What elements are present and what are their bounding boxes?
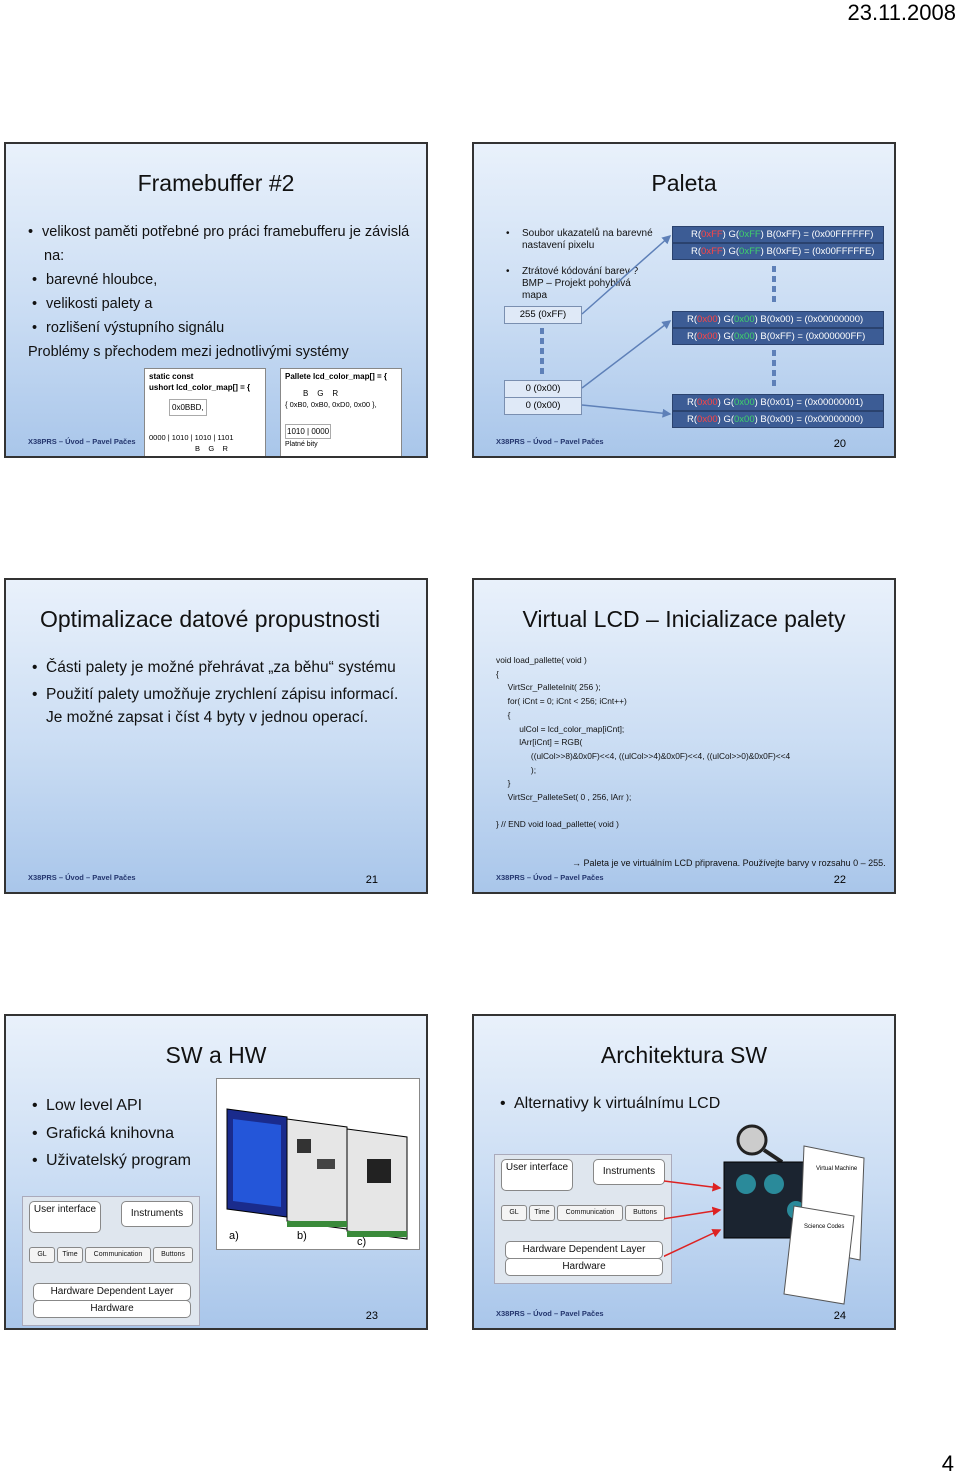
palette-index-0: 0 (0x00): [504, 380, 582, 398]
slide-sw-hw: SW a HW Low level API Grafická knihovna …: [4, 1014, 428, 1330]
code-value: { 0xB0, 0xB0, 0xD0, 0x00 },: [285, 400, 377, 409]
layer-hardware: Hardware: [33, 1300, 191, 1318]
list-item: Low level API: [28, 1092, 414, 1120]
slide-footer: X38PRS – Úvod – Pavel Pačes: [28, 873, 136, 882]
color-entry-row: R(0x00) G(0x00) B(0x00) = (0x00000000): [672, 411, 884, 428]
color-entry-row: R(0x00) G(0x00) B(0x00) = (0x00000000): [672, 311, 884, 328]
dashed-connector: [540, 328, 544, 376]
slide-title: Architektura SW: [600, 1042, 768, 1068]
layer-buttons: Buttons: [153, 1247, 193, 1263]
bit-pattern: 1010 | 0000: [285, 424, 332, 439]
slide-title: Virtual LCD – Inicializace palety: [522, 606, 846, 632]
slide-footer: X38PRS – Úvod – Pavel Pačes: [496, 437, 604, 446]
layer-communication: Communication: [85, 1247, 151, 1263]
slide-virtual-lcd: Virtual LCD – Inicializace palety void l…: [472, 578, 896, 894]
layer-user-interface: User interface: [501, 1159, 573, 1191]
slide-number: 20: [833, 438, 846, 450]
magnifier-icon: [736, 1124, 768, 1156]
slide-architektura: Architektura SW Alternativy k virtuálním…: [472, 1014, 896, 1330]
fig-label: b): [297, 1230, 307, 1242]
slide-body: Části palety je možné přehrávat „za běhu…: [28, 656, 414, 729]
list-item: rozlišení výstupního signálu: [28, 316, 414, 340]
layer-buttons: Buttons: [625, 1205, 665, 1221]
code-figure-pallete: Pallete lcd_color_map[] = { B G R { 0xB0…: [280, 368, 402, 456]
palette-index-0: 0 (0x00): [504, 397, 582, 415]
list-item: Uživatelský program: [28, 1147, 414, 1175]
list-item: barevné hloubce,: [28, 268, 414, 292]
color-entry-row: R(0xFF) G(0xFF) B(0xFF) = (0x00FFFFFF): [672, 226, 884, 243]
bit-caption: Platné bity: [285, 441, 318, 448]
list-item: Části palety je možné přehrávat „za běhu…: [28, 656, 414, 679]
slide-footer: X38PRS – Úvod – Pavel Pačes: [496, 873, 604, 882]
rgb-header: B G R: [303, 389, 339, 398]
layer-diagram: User interface Instruments GL Time Commu…: [494, 1154, 672, 1284]
slide-paleta: Paleta •Soubor ukazatelů na barevné nast…: [472, 142, 896, 458]
slide-body: Low level API Grafická knihovna Uživatel…: [28, 1092, 414, 1175]
slide-body: Alternativy k virtuálnímu LCD: [496, 1092, 882, 1116]
fig-label: a): [229, 1230, 239, 1242]
code-listing: void load_pallette( void ) { VirtScr_Pal…: [496, 655, 791, 830]
code-figure-ushort: static const ushort lcd_color_map[] = { …: [144, 368, 266, 456]
slide-title: Paleta: [651, 170, 717, 196]
layer-hardware-dependent: Hardware Dependent Layer: [33, 1283, 191, 1301]
code-line: static const: [149, 372, 194, 381]
page-date: 23.11.2008: [847, 0, 956, 25]
slide-title: Framebuffer #2: [137, 170, 295, 196]
color-entry-row: R(0xFF) G(0xFF) B(0xFE) = (0x00FFFFFE): [672, 243, 884, 260]
doc-label: Science Codes: [804, 1224, 844, 1230]
slide-footer: X38PRS – Úvod – Pavel Pačes: [496, 1309, 604, 1318]
bit-labels: B G R: [195, 444, 228, 453]
slide-number: 21: [365, 874, 378, 886]
layer-hardware-dependent: Hardware Dependent Layer: [505, 1241, 663, 1259]
layer-user-interface: User interface: [29, 1201, 101, 1233]
layer-gl: GL: [501, 1205, 527, 1221]
list-item: Použití palety umožňuje zrychlení zápisu…: [28, 683, 414, 729]
layer-time: Time: [57, 1247, 83, 1263]
bullet-list: •Soubor ukazatelů na barevné nastavení p…: [506, 228, 656, 302]
alternatives-illustration: Virtual Machine Science Codes: [664, 1124, 865, 1305]
layer-communication: Communication: [557, 1205, 623, 1221]
bit-pattern: 0000 | 1010 | 1010 | 1101: [149, 433, 234, 442]
layer-time: Time: [529, 1205, 555, 1221]
fig-label: c): [357, 1236, 366, 1248]
dashed-connector: [772, 266, 776, 306]
palette-index-255: 255 (0xFF): [504, 306, 582, 324]
layer-diagram: User interface Instruments GL Time Commu…: [22, 1196, 200, 1326]
list-item: •Ztrátové kódování barev ? BMP – Projekt…: [506, 266, 639, 301]
layer-hardware: Hardware: [505, 1258, 663, 1276]
slide-title: SW a HW: [165, 1042, 267, 1068]
intro-text: velikost paměti potřebné pro práci frame…: [28, 220, 414, 268]
slide-footer: X38PRS – Úvod – Pavel Pačes: [28, 437, 136, 446]
slide-framebuffer: Framebuffer #2 velikost paměti potřebné …: [4, 142, 428, 458]
code-value: 0x0BBD,: [169, 399, 207, 416]
page-number: 4: [941, 1451, 954, 1476]
layer-instruments: Instruments: [593, 1159, 665, 1185]
slide-number: 23: [365, 1310, 378, 1322]
list-item: velikosti palety a: [28, 292, 414, 316]
boards-illustration: a) b) c): [226, 1108, 408, 1248]
color-entry-row: R(0x00) G(0x00) B(0x01) = (0x00000001): [672, 394, 884, 411]
closing-text: Problémy s přechodem mezi jednotlivými s…: [28, 344, 349, 360]
slide-title: Optimalizace datové propustnosti: [40, 606, 381, 632]
code-line: ushort lcd_color_map[] = {: [149, 383, 251, 392]
slide-number: 24: [833, 1310, 846, 1322]
slide-optimalizace: Optimalizace datové propustnosti Části p…: [4, 578, 428, 894]
layer-instruments: Instruments: [121, 1201, 193, 1227]
layer-gl: GL: [29, 1247, 55, 1263]
color-entry-row: R(0x00) G(0x00) B(0xFF) = (0x000000FF): [672, 328, 884, 345]
list-item: Grafická knihovna: [28, 1120, 414, 1148]
code-line: Pallete lcd_color_map[] = {: [285, 372, 388, 381]
hardware-boards-figure: a) b) c): [216, 1078, 420, 1250]
list-item: Alternativy k virtuálnímu LCD: [496, 1092, 882, 1116]
list-item: •Soubor ukazatelů na barevné nastavení p…: [506, 228, 653, 251]
slide-note: → Paleta je ve virtuálním LCD připravena…: [572, 858, 886, 868]
slide-body: velikost paměti potřebné pro práci frame…: [28, 220, 414, 364]
dashed-connector: [772, 350, 776, 390]
slide-number: 22: [833, 874, 846, 886]
doc-label: Virtual Machine: [816, 1166, 858, 1172]
